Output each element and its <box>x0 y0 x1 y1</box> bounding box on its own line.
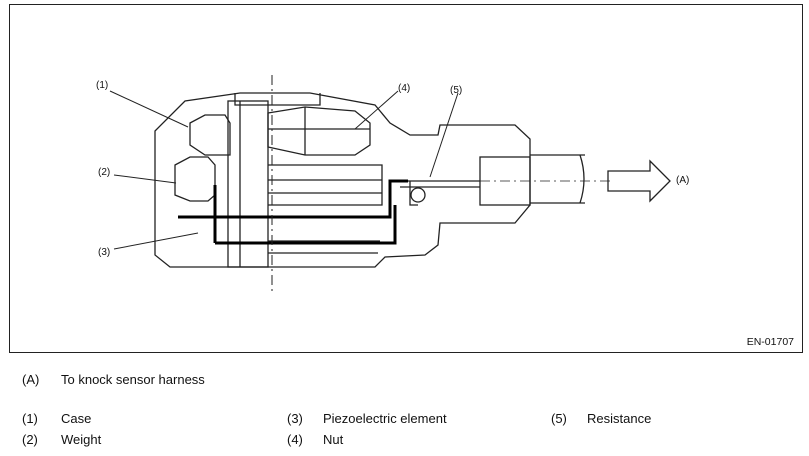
cable <box>530 154 585 204</box>
legend-key: (1) <box>22 411 38 426</box>
figure-frame: (1) (2) (3) (4) (5) (A) EN-01707 <box>9 4 803 353</box>
figure-code: EN-01707 <box>746 336 794 348</box>
piezo-element-top <box>178 179 408 219</box>
legend-text: Case <box>61 411 92 426</box>
nut-right <box>267 106 371 156</box>
callout-3: (3) <box>98 247 111 258</box>
legend-key: (3) <box>287 411 303 426</box>
legend-key: (2) <box>22 432 38 447</box>
legend-text: Weight <box>61 432 102 447</box>
nut-left <box>189 114 231 156</box>
bolt-shaft <box>227 100 269 268</box>
legend-text: Nut <box>323 432 344 447</box>
arrow-to-harness <box>607 159 671 203</box>
callout-A: (A) <box>676 175 690 186</box>
sensor-case-outline <box>154 92 531 268</box>
washer-ring <box>268 164 383 206</box>
legend-text: To knock sensor harness <box>61 372 205 387</box>
callout-4: (4) <box>398 83 411 94</box>
legend-text: Resistance <box>587 411 652 426</box>
callout-2: (2) <box>98 167 111 178</box>
top-flange <box>234 93 321 106</box>
legend-key: (4) <box>287 432 303 447</box>
legend-key: (5) <box>551 411 567 426</box>
callout-5: (5) <box>450 85 463 96</box>
terminal-wire <box>400 180 480 206</box>
callout-1: (1) <box>96 80 109 91</box>
piezo-element-bottom <box>215 205 397 245</box>
knock-sensor-cross-section <box>109 75 671 293</box>
legend-text: Piezoelectric element <box>323 411 447 426</box>
weight-outline <box>174 156 216 202</box>
legend-key: (A) <box>22 372 40 387</box>
